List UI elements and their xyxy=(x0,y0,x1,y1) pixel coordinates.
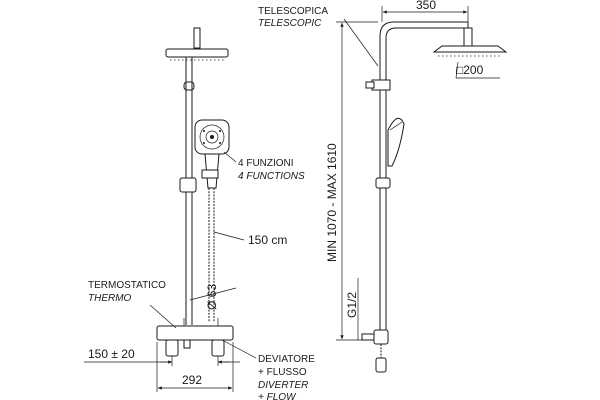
thermo-label-en: THERMO xyxy=(88,293,132,304)
front-hand-shower xyxy=(194,119,230,189)
diverter-label-it: DEVIATORE xyxy=(258,354,315,365)
side-wall-connection xyxy=(361,329,389,373)
thread-dimension: G1/2 xyxy=(345,278,359,340)
front-slider-bracket xyxy=(179,177,197,193)
telescopic-label-en: TELESCOPIC xyxy=(258,18,322,29)
center-distance-label: 150 ± 20 xyxy=(88,347,135,361)
head-size-leader xyxy=(455,61,459,79)
diverter-label-en: DIVERTER xyxy=(258,380,308,391)
telescopic-knob xyxy=(365,81,375,89)
side-hand-shower xyxy=(375,117,405,189)
side-shower-head xyxy=(432,27,508,57)
side-riser-and-arm xyxy=(379,21,469,340)
height-range-label: MIN 1070 - MAX 1610 xyxy=(325,143,339,262)
front-thermostatic-mixer xyxy=(156,318,234,357)
diverter-flow-it: + FLUSSO xyxy=(258,367,307,378)
front-shower-head xyxy=(165,27,229,91)
hose-leader xyxy=(213,231,245,241)
telescopic-leader xyxy=(343,18,379,67)
center-distance-dimension: 150 ± 20 xyxy=(84,347,240,366)
diverter-flow-en: + FLOW xyxy=(258,392,297,400)
side-view: 350 □200 TELESCOPICA TELESCOPIC xyxy=(258,0,508,373)
height-dimension: MIN 1070 - MAX 1610 xyxy=(325,21,378,341)
thermo-label-it: TERMOSTATICO xyxy=(88,280,166,291)
front-view: 4 FUNZIONI 4 FUNCTIONS 150 cm Ø 63 TERMO… xyxy=(84,27,315,400)
head-size-label: □200 xyxy=(456,63,484,77)
thermo-leader xyxy=(149,304,177,329)
thread-label: G1/2 xyxy=(345,292,359,318)
arm-length-label: 350 xyxy=(416,0,436,12)
diameter-leader xyxy=(189,287,237,301)
functions-leader xyxy=(223,151,237,163)
diverter-leader xyxy=(221,339,257,359)
width-label: 292 xyxy=(182,373,202,387)
hose-length-label: 150 cm xyxy=(248,233,287,247)
diameter-label: Ø 63 xyxy=(205,284,219,310)
width-dimension: 292 xyxy=(156,342,234,392)
functions-label-it: 4 FUNZIONI xyxy=(238,158,294,169)
telescopic-label-it: TELESCOPICA xyxy=(258,6,328,17)
arm-length-dimension: 350 xyxy=(381,0,469,42)
telescopic-collar xyxy=(371,79,391,91)
functions-label-en: 4 FUNCTIONS xyxy=(238,171,305,182)
